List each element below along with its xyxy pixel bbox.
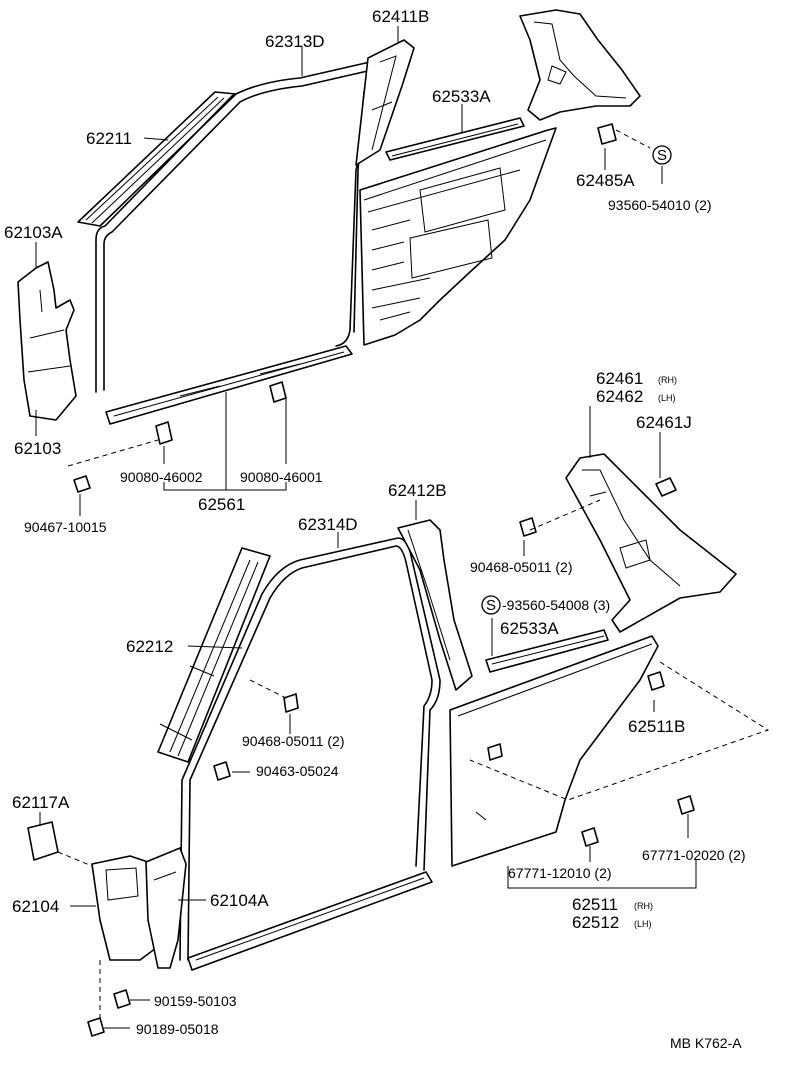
label-62212: 62212 (126, 637, 173, 656)
part-62211-strip (77, 91, 237, 227)
part-62313D-weatherstrip (95, 61, 382, 393)
label-62411B: 62411B (372, 7, 429, 26)
label-62462-lh: (LH) (658, 393, 676, 403)
label-62103: 62103 (14, 439, 61, 458)
label-93560-54008: -93560-54008 (3) (502, 597, 610, 613)
label-62314D: 62314D (298, 515, 358, 534)
label-62533A-bottom: 62533A (500, 619, 559, 638)
label-62313D: 62313D (265, 32, 325, 51)
label-67771-02020: 67771-02020 (2) (642, 847, 746, 863)
lower-scuff-plate (187, 871, 433, 971)
label-62533A-top: 62533A (432, 87, 491, 106)
label-90080-46002: 90080-46002 (120, 469, 203, 485)
label-62104A: 62104A (210, 891, 269, 910)
part-62533A-top-strip (385, 117, 525, 161)
diagram-code: MB K762-A (670, 1035, 742, 1051)
part-62461J-plug (655, 477, 677, 497)
part-62212-strip (157, 547, 271, 763)
svg-text:S: S (657, 147, 667, 164)
svg-text:S: S (486, 597, 496, 614)
scuff-clips (67, 381, 287, 493)
rear-door-trim-board-lower (449, 635, 770, 867)
part-62412B-pillar-garnish (397, 519, 473, 691)
part-62533A-bottom-strip (485, 629, 609, 673)
part-62485A-clip (597, 123, 651, 149)
part-62103-garnish (17, 261, 77, 421)
part-62461-quarter-trim (565, 453, 737, 633)
label-67771-12010: 67771-12010 (2) (508, 865, 612, 881)
part-62104A-bracket (145, 847, 187, 969)
label-90467-10015: 90467-10015 (24, 519, 107, 535)
label-62512-lh: (LH) (634, 919, 652, 929)
label-62461-rh: (RH) (658, 375, 677, 385)
label-62117A: 62117A (12, 793, 70, 812)
label-62511-rh: (RH) (634, 901, 653, 911)
label-62104: 62104 (12, 897, 59, 916)
label-90463-05024: 90463-05024 (256, 763, 339, 779)
leaders-lower (39, 406, 697, 1029)
leaders-upper (35, 26, 663, 516)
s-mark-bottom: S (481, 595, 501, 615)
label-62461: 62461 (596, 369, 643, 388)
rear-door-trim-board-upper (359, 127, 557, 346)
label-62103A: 62103A (4, 223, 63, 242)
label-62561: 62561 (198, 495, 245, 514)
label-90189-05018: 90189-05018 (136, 1021, 219, 1037)
label-90468-05011-a: 90468-05011 (2) (470, 559, 572, 575)
label-62511B: 62511B (628, 717, 685, 736)
label-90080-46001: 90080-46001 (240, 469, 323, 485)
label-62211: 62211 (86, 129, 132, 148)
part-62411B-pillar-garnish (355, 39, 415, 166)
label-62461J: 62461J (636, 413, 692, 432)
s-mark-top: S (652, 145, 672, 165)
label-93560-54010: 93560-54010 (2) (608, 197, 712, 213)
rear-quarter-upper-trim (519, 9, 641, 121)
label-62412B: 62412B (388, 481, 447, 500)
label-62462: 62462 (596, 387, 643, 406)
label-90159-50103: 90159-50103 (154, 993, 237, 1009)
label-62512: 62512 (572, 913, 619, 932)
part-62117A-cap (27, 821, 93, 867)
lower-clips (87, 499, 695, 1037)
label-62511: 62511 (572, 895, 618, 914)
label-90468-05011-b: 90468-05011 (2) (242, 733, 344, 749)
part-62561-scuff-plate (105, 345, 353, 425)
label-62485A: 62485A (576, 171, 635, 190)
